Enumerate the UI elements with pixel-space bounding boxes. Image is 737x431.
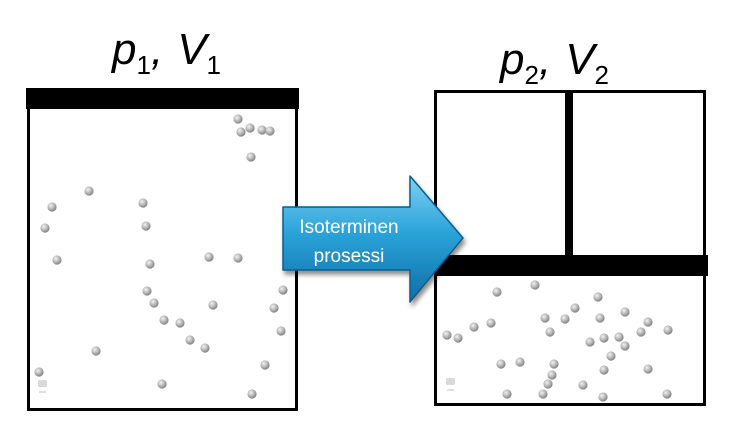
gas-particle-1 bbox=[204, 252, 214, 262]
gas-particle-1 bbox=[40, 223, 50, 233]
gas-particle-2 bbox=[496, 359, 506, 369]
gas-particle-1 bbox=[233, 253, 243, 263]
state1-label: p1,V1 bbox=[110, 25, 221, 80]
state1-pressure-subscript: 1 bbox=[136, 50, 150, 80]
gas-particle-2 bbox=[643, 317, 653, 327]
gas-particle-2 bbox=[543, 379, 553, 389]
gas-particle-1 bbox=[145, 259, 155, 269]
gas-particle-1 bbox=[185, 335, 195, 345]
state2-pressure-symbol: p bbox=[498, 35, 524, 84]
state1-pressure-symbol: p bbox=[110, 25, 136, 74]
gas-particle-2 bbox=[515, 357, 525, 367]
gas-particle-2 bbox=[599, 333, 609, 343]
gas-particle-2 bbox=[593, 292, 603, 302]
state1-volume-symbol: V bbox=[177, 25, 210, 74]
arrow-text-line1: Isoterminen bbox=[299, 217, 398, 238]
gas-particle-1 bbox=[149, 298, 159, 308]
state2-pressure-subscript: 2 bbox=[524, 60, 538, 90]
gas-particle-2 bbox=[469, 322, 479, 332]
gas-particle-1 bbox=[175, 318, 185, 328]
gas-particle-1 bbox=[208, 300, 218, 310]
corner-mark-2 bbox=[446, 378, 455, 391]
gas-particle-1 bbox=[276, 326, 286, 336]
gas-particle-2 bbox=[442, 330, 452, 340]
gas-particle-2 bbox=[636, 327, 646, 337]
gas-particle-2 bbox=[530, 280, 540, 290]
gas-particle-1 bbox=[84, 186, 94, 196]
gas-particle-1 bbox=[246, 152, 256, 162]
gas-particle-1 bbox=[245, 123, 255, 133]
gas-particle-1 bbox=[265, 126, 275, 136]
gas-particle-1 bbox=[138, 198, 148, 208]
gas-particle-2 bbox=[538, 389, 548, 399]
state1-separator: , bbox=[151, 25, 163, 74]
gas-particles-1 bbox=[34, 114, 288, 399]
gas-particle-1 bbox=[236, 127, 246, 137]
gas-particle-2 bbox=[486, 318, 496, 328]
piston-rod-2 bbox=[565, 90, 573, 258]
state2-volume-symbol: V bbox=[565, 35, 598, 84]
gas-particle-1 bbox=[247, 389, 257, 399]
container-1-outline bbox=[27, 95, 298, 411]
gas-particle-1 bbox=[233, 114, 243, 124]
gas-particle-1 bbox=[157, 379, 167, 389]
gas-particle-1 bbox=[52, 255, 62, 265]
piston-2 bbox=[434, 255, 708, 276]
process-arrow-shape bbox=[282, 175, 464, 303]
gas-particle-2 bbox=[662, 389, 672, 399]
gas-particle-2 bbox=[598, 392, 608, 402]
gas-particle-1 bbox=[141, 221, 151, 231]
gas-particle-2 bbox=[560, 314, 570, 324]
state2-label: p2,V2 bbox=[498, 35, 609, 90]
arrow-text-line2: prosessi bbox=[314, 246, 385, 267]
state2-separator: , bbox=[539, 35, 551, 84]
gas-particle-2 bbox=[620, 341, 630, 351]
gas-particle-1 bbox=[142, 286, 152, 296]
gas-particle-2 bbox=[643, 364, 653, 374]
gas-particle-1 bbox=[159, 315, 169, 325]
process-arrow bbox=[282, 175, 464, 303]
gas-particle-2 bbox=[545, 327, 555, 337]
gas-particle-1 bbox=[257, 125, 267, 135]
gas-particle-1 bbox=[34, 367, 44, 377]
corner-mark-1 bbox=[38, 380, 47, 393]
gas-particle-1 bbox=[260, 360, 270, 370]
gas-particle-2 bbox=[595, 313, 605, 323]
gas-particle-2 bbox=[585, 337, 595, 347]
gas-particle-1 bbox=[278, 285, 288, 295]
gas-particle-2 bbox=[540, 313, 550, 323]
gas-particle-2 bbox=[492, 287, 502, 297]
gas-particle-2 bbox=[599, 365, 609, 375]
gas-particle-2 bbox=[549, 359, 559, 369]
gas-particle-2 bbox=[614, 332, 624, 342]
gas-particle-1 bbox=[269, 303, 279, 313]
gas-particle-1 bbox=[47, 202, 57, 212]
gas-particle-2 bbox=[663, 325, 673, 335]
gas-particle-2 bbox=[620, 307, 630, 317]
gas-particle-2 bbox=[606, 351, 616, 361]
gas-particle-1 bbox=[200, 343, 210, 353]
gas-particles-2 bbox=[442, 280, 673, 402]
state1-volume-subscript: 1 bbox=[207, 50, 221, 80]
gas-particle-1 bbox=[91, 346, 101, 356]
gas-particle-2 bbox=[453, 333, 463, 343]
gas-particle-2 bbox=[547, 370, 557, 380]
piston-1 bbox=[26, 88, 299, 109]
gas-particle-2 bbox=[578, 380, 588, 390]
gas-particle-2 bbox=[502, 389, 512, 399]
gas-particle-2 bbox=[570, 303, 580, 313]
state2-volume-subscript: 2 bbox=[595, 60, 609, 90]
